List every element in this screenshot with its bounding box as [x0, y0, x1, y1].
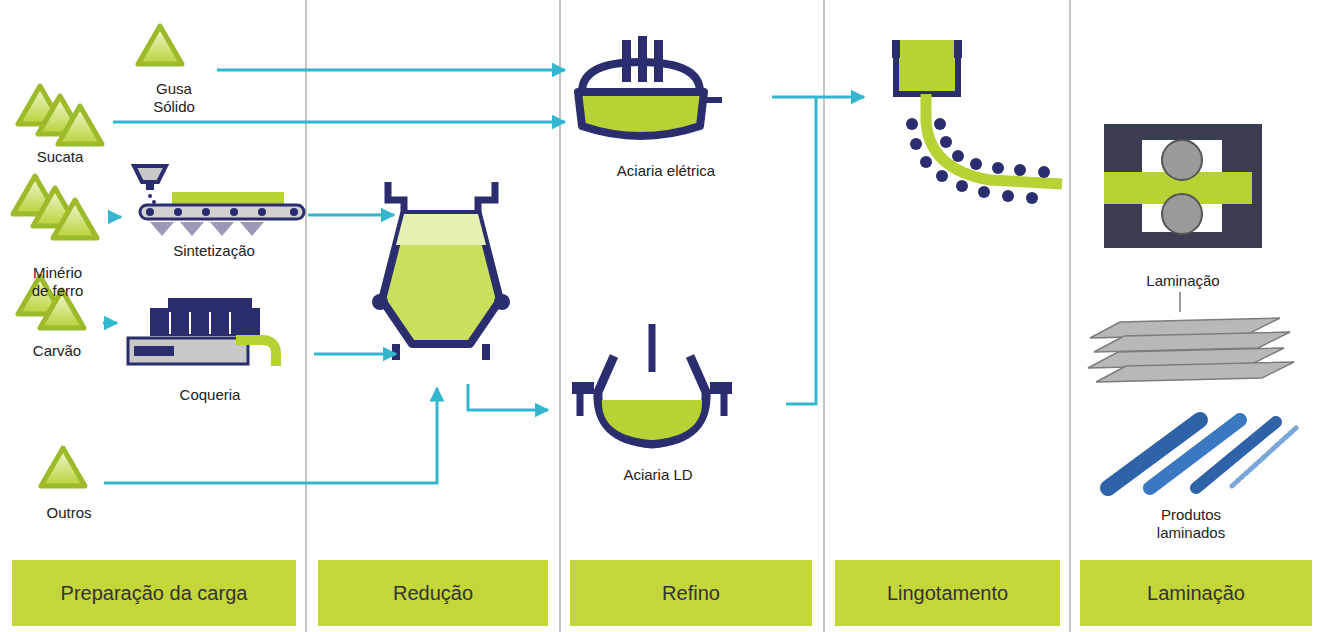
material-pile: Sucata — [8, 84, 112, 168]
item-label: Minério de ferro — [23, 264, 93, 302]
process-unit: Coqueria — [118, 294, 302, 406]
product-group: Produtos laminados — [1076, 312, 1306, 544]
material-pile: Gusa Sólido — [132, 22, 216, 118]
process-unit: Aciaria LD — [566, 322, 750, 486]
material-pile: Outros — [36, 444, 102, 524]
rolled-plates — [1088, 318, 1294, 382]
item-label: Aciaria elétrica — [617, 162, 715, 182]
stage-band: Refino — [570, 560, 812, 626]
stage-label: Laminação — [1143, 582, 1249, 605]
flow-arrow — [103, 322, 117, 325]
coke-oven — [128, 298, 276, 366]
item-label: Gusa Sólido — [142, 80, 206, 118]
flow-arrows — [104, 97, 864, 483]
stage-label: Redução — [389, 582, 477, 605]
connector-line — [1179, 292, 1181, 312]
stage-label: Refino — [658, 582, 724, 605]
flow-arrow — [111, 216, 121, 219]
item-label: Produtos laminados — [1141, 506, 1241, 544]
flow-arrow — [113, 121, 565, 124]
material-pile: Minério de ferro — [5, 172, 110, 302]
stage-label: Preparação da carga — [57, 582, 252, 605]
stage-label: Lingotamento — [883, 582, 1012, 605]
stage-band: Redução — [318, 560, 548, 626]
blast-furnace — [372, 182, 510, 360]
rolled-bars-tubes — [1108, 420, 1296, 488]
item-label: Aciaria LD — [623, 466, 692, 486]
material-pile: Carvão — [12, 274, 102, 362]
stage-band: Preparação da carga — [12, 560, 296, 626]
continuous-caster — [896, 40, 1062, 204]
item-label: Laminação — [1146, 272, 1219, 292]
item-label: Carvão — [33, 342, 81, 362]
stage-separators — [306, 0, 1070, 632]
ld-converter — [572, 324, 732, 444]
electric-arc-furnace — [578, 36, 722, 136]
item-label: Sucata — [37, 148, 84, 168]
process-unit: Sintetização — [122, 160, 306, 262]
sinter-machine — [134, 166, 304, 236]
process-unit: Laminação — [1090, 114, 1276, 292]
item-label: Outros — [46, 504, 91, 524]
stage-band: Lingotamento — [835, 560, 1060, 626]
item-label: Coqueria — [180, 386, 241, 406]
item-label: Sintetização — [173, 242, 255, 262]
stage-band: Laminação — [1080, 560, 1312, 626]
flow-arrow — [217, 69, 565, 72]
rolling-mill — [1104, 124, 1262, 248]
process-unit: Aciaria elétrica — [566, 32, 766, 182]
